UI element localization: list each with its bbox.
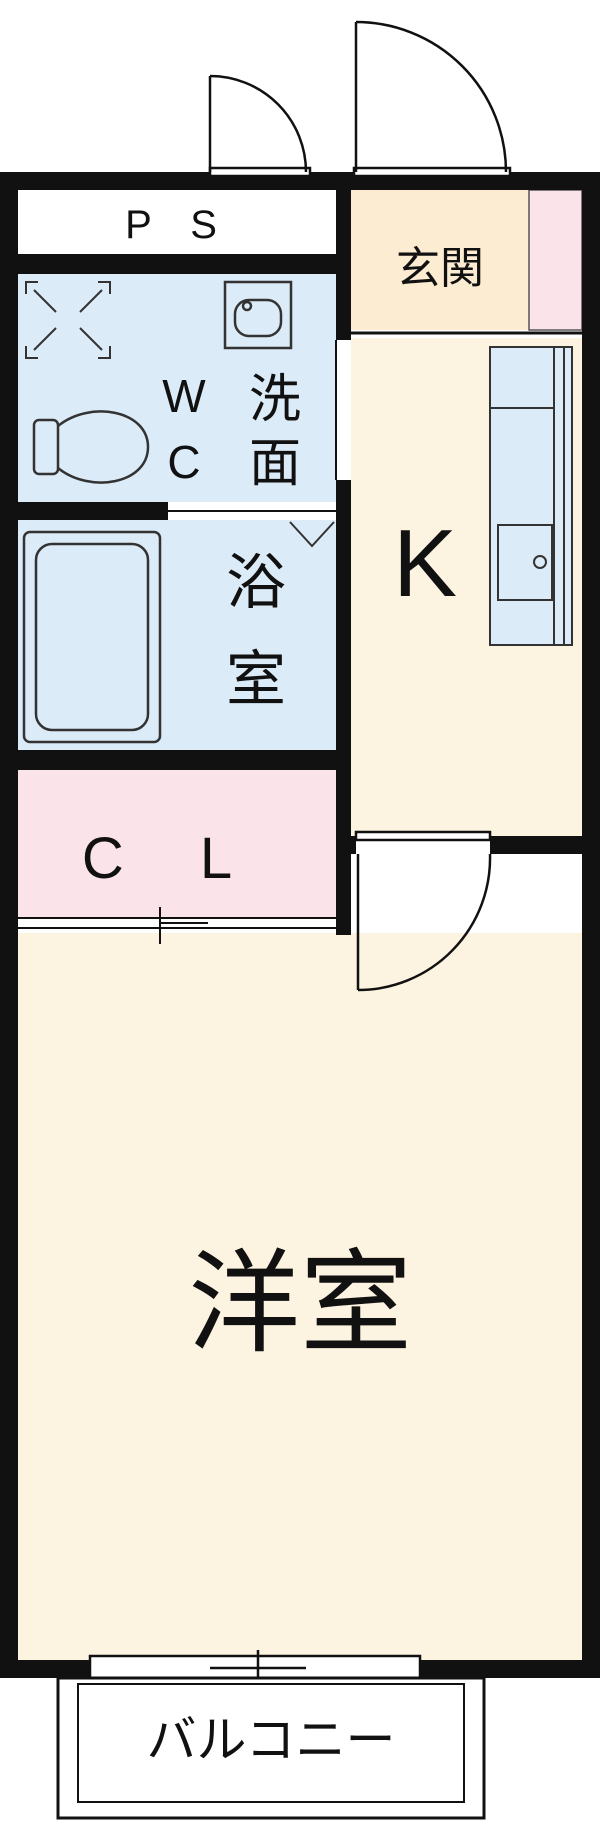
kitchen-label: K — [393, 510, 457, 617]
wc-washroom-floor — [18, 274, 336, 502]
western-room-floor — [18, 933, 582, 1660]
bathroom-floor — [18, 520, 336, 750]
entrance-floor — [351, 190, 529, 330]
bathroom-label-2: 室 — [226, 645, 286, 715]
door-swing-icon — [352, 20, 512, 178]
washer-space-icon — [25, 281, 111, 359]
washroom-label-2: 面 — [249, 434, 301, 494]
entrance-label: 玄関 — [396, 243, 484, 294]
ps-label: P S — [125, 203, 231, 247]
sink-icon — [223, 280, 293, 350]
toilet-icon — [32, 410, 150, 484]
bathroom-label-1: 浴 — [226, 548, 286, 618]
closet-label: C L — [82, 826, 262, 891]
washroom-label-1: 洗 — [249, 370, 301, 430]
door-swing-icon — [208, 74, 312, 178]
kitchen-counter — [489, 346, 573, 646]
western-room-label: 洋室 — [188, 1239, 412, 1369]
closet-floor — [18, 770, 336, 918]
shoe-storage — [528, 189, 583, 331]
wc-label-w: W — [162, 370, 206, 422]
ps-floor — [18, 190, 336, 254]
balcony-label: バルコニー — [147, 1711, 396, 1769]
closet-sliding-door — [18, 907, 336, 944]
bathtub-icon — [22, 530, 162, 744]
wc-label-c: C — [167, 436, 200, 488]
balcony — [56, 1650, 486, 1820]
door-swing-icon — [354, 830, 492, 992]
